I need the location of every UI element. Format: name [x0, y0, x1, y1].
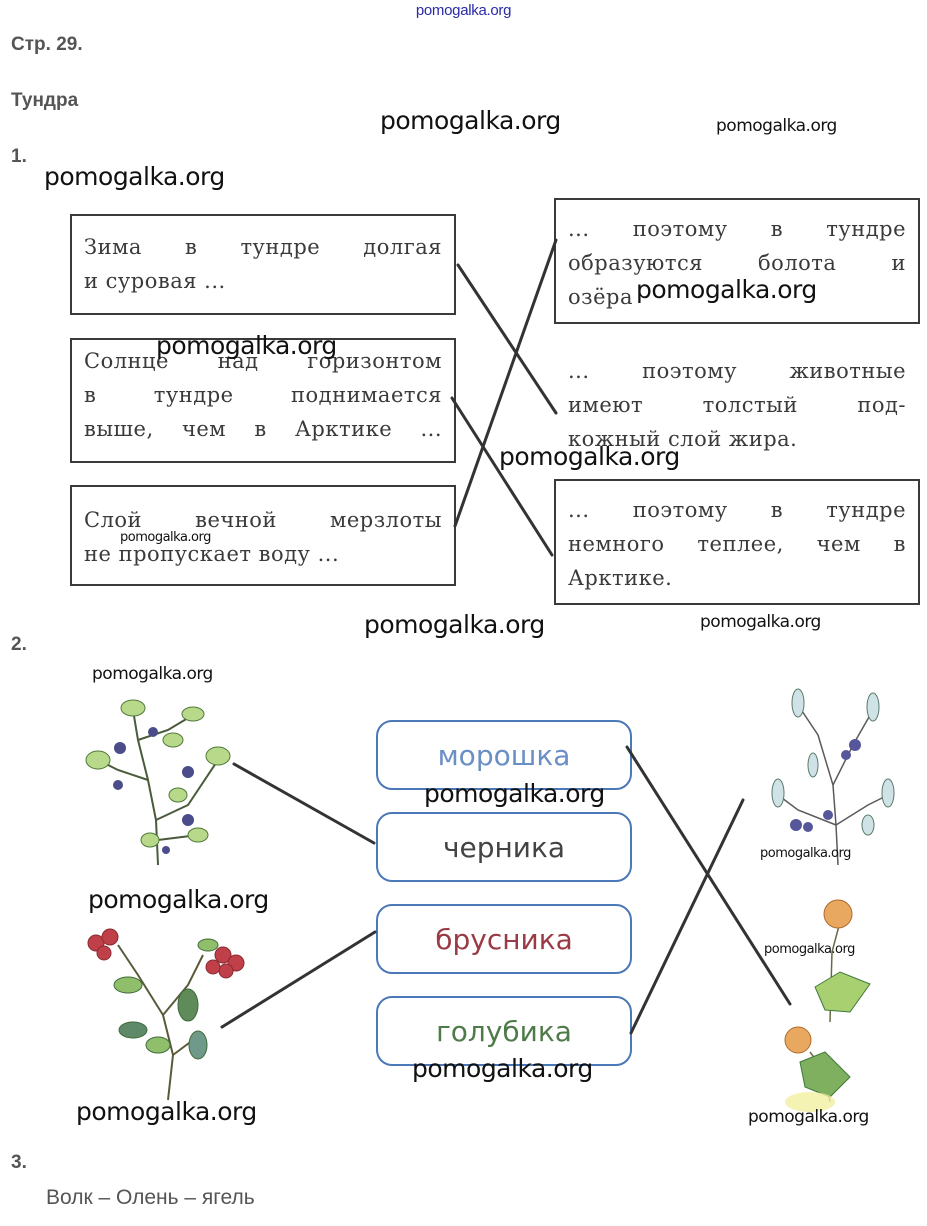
- lingonberry-plant-image: [87, 928, 245, 1101]
- watermark: pomogalka.org: [120, 530, 211, 545]
- cause-3-line-2: не пропускает воду ...: [84, 542, 340, 566]
- cause-box-3: Слой вечной мерзлоты не пропускает воду …: [70, 485, 456, 586]
- cause-3-line-1: Слой вечной мерзлоты: [84, 508, 442, 532]
- match-line-2: [450, 396, 554, 557]
- cause-2-line-1: Солнце над горизонтом: [84, 349, 442, 373]
- watermark: pomogalka.org: [636, 275, 817, 304]
- bog-bilberry-plant-image: [771, 688, 895, 865]
- cause-2-line-3: выше, чем в Арктике ...: [84, 417, 442, 441]
- effect-3-line-3: Арктике.: [568, 566, 673, 590]
- watermark: pomogalka.org: [156, 331, 337, 360]
- watermark: pomogalka.org: [424, 779, 605, 808]
- effect-box-2: ... поэтому животные имеют толстый под- …: [554, 340, 920, 460]
- watermark: pomogalka.org: [92, 664, 213, 684]
- effect-box-1: ... поэтому в тундре образуются болота и…: [554, 198, 920, 324]
- food-chain-answer: Волк – Олень – ягель: [46, 1186, 255, 1209]
- watermark: pomogalka.org: [44, 162, 225, 191]
- effect-3-line-2: немного теплее, чем в: [568, 532, 906, 556]
- watermark: pomogalka.org: [499, 442, 680, 471]
- watermark: pomogalka.org: [412, 1054, 593, 1083]
- cause-1-line-1: Зима в тундре долгая: [84, 235, 442, 259]
- label-cloudberry: морошка: [376, 720, 632, 790]
- watermark: pomogalka.org: [76, 1097, 257, 1126]
- watermark: pomogalka.org: [364, 610, 545, 639]
- effect-2-line-1: ... поэтому животные: [568, 359, 906, 383]
- label-blueberry: черника: [376, 812, 632, 882]
- effect-3-line-1: ... поэтому в тундре: [568, 498, 906, 522]
- match-line-cloudberry: [625, 745, 792, 1006]
- cause-box-1: Зима в тундре долгая и суровая ...: [70, 214, 456, 315]
- site-header-link[interactable]: pomogalka.org: [415, 2, 512, 19]
- label-bog-bilberry-text: голубика: [436, 1014, 572, 1048]
- effect-1-line-1: ... поэтому в тундре: [568, 217, 906, 241]
- effect-box-3: ... поэтому в тундре немного теплее, чем…: [554, 479, 920, 605]
- label-bog-bilberry: голубика: [376, 996, 632, 1066]
- label-cloudberry-text: морошка: [437, 738, 571, 772]
- watermark: pomogalka.org: [760, 846, 851, 861]
- label-lingonberry-text: брусника: [435, 922, 573, 956]
- effect-2-line-3: кожный слой жира.: [568, 427, 798, 451]
- blueberry-plant-image: [85, 699, 231, 866]
- cloudberry-plant-image: [784, 899, 871, 1112]
- task-2-number: 2.: [11, 634, 27, 655]
- watermark: pomogalka.org: [380, 106, 561, 135]
- match-line-blueberry: [232, 762, 376, 845]
- cause-1-line-2: и суровая ...: [84, 269, 226, 293]
- label-lingonberry: брусника: [376, 904, 632, 974]
- task-3-number: 3.: [11, 1152, 27, 1173]
- match-line-3: [453, 238, 558, 528]
- match-line-lingonberry: [220, 930, 377, 1029]
- effect-1-line-2: образуются болота и: [568, 251, 906, 275]
- topic-title: Тундра: [11, 90, 79, 111]
- task-1-number: 1.: [11, 146, 27, 167]
- cause-2-line-2: в тундре поднимается: [84, 383, 442, 407]
- watermark: pomogalka.org: [716, 116, 837, 136]
- effect-2-line-2: имеют толстый под-: [568, 393, 906, 417]
- watermark: pomogalka.org: [748, 1107, 869, 1127]
- match-line-1: [456, 263, 558, 415]
- watermark: pomogalka.org: [700, 612, 821, 632]
- label-blueberry-text: черника: [442, 830, 566, 864]
- watermark: pomogalka.org: [764, 942, 855, 957]
- match-line-bog-bilberry: [629, 798, 745, 1035]
- watermark: pomogalka.org: [88, 885, 269, 914]
- page-label: Стр. 29.: [11, 34, 83, 55]
- effect-1-line-3: озёра: [568, 285, 633, 309]
- cause-box-2: Солнце над горизонтом в тундре поднимает…: [70, 338, 456, 463]
